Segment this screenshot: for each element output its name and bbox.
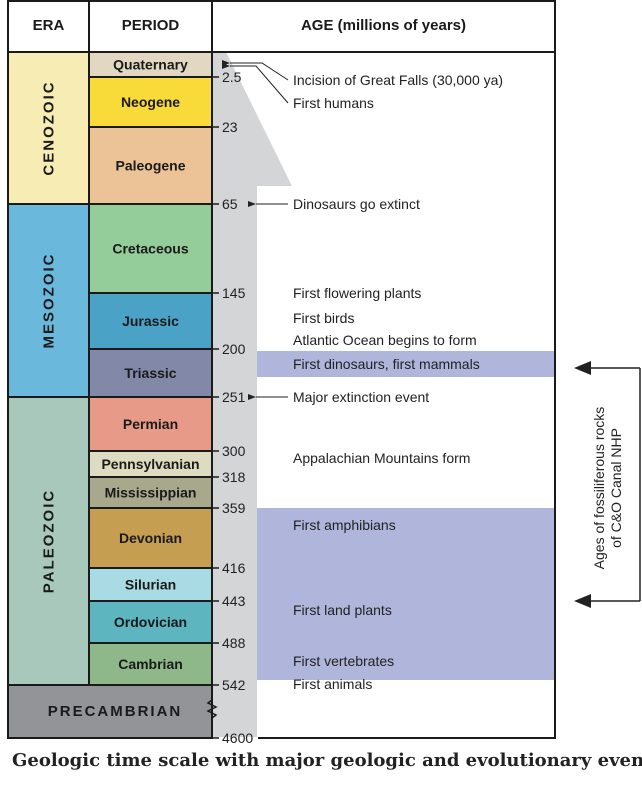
event-label: First animals [293,676,372,692]
period-label: Neogene [121,94,180,110]
age-label: 4600 [222,730,253,746]
bracket-label-line: of C&O Canal NHP [608,428,624,548]
age-label: 2.5 [222,69,242,85]
period-label: Permian [123,416,178,432]
age-label: 416 [222,560,246,576]
period-cell [88,76,213,128]
bracket-label-line: Ages of fossiliferous rocks [591,407,607,570]
age-label: 145 [222,285,246,301]
event-label: Dinosaurs go extinct [293,196,420,212]
bracket-label: Ages of fossiliferous rocksof C&O Canal … [591,407,624,570]
era-label: CENOZOIC [41,80,58,175]
header-age: AGE (millions of years) [301,17,466,34]
period-label: Triassic [124,365,176,381]
period-label: Jurassic [122,313,179,329]
header-period: PERIOD [122,17,180,34]
period-label: Pennsylvanian [101,456,199,472]
age-label: 443 [222,593,246,609]
era-cell [7,396,90,686]
age-label: 23 [222,119,238,135]
fossil-highlight-band [257,351,555,377]
event-pointer-arrow [222,60,289,81]
arrowhead-icon [574,594,591,608]
event-pointer-arrow [222,63,289,104]
period-label: Cretaceous [112,241,188,257]
age-label: 542 [222,677,246,693]
header-era: ERA [33,17,65,34]
event-label: Incision of Great Falls (30,000 ya) [293,72,503,88]
period-cell [88,292,213,350]
event-label: Appalachian Mountains form [293,450,470,466]
event-label: Major extinction event [293,389,429,405]
age-label: 200 [222,341,246,357]
fossil-highlight-band [257,508,555,680]
age-label: 300 [222,443,246,459]
period-cell [88,348,213,398]
figure-caption: Geologic time scale with major geologic … [12,750,642,771]
age-label: 251 [222,389,246,405]
event-label: Atlantic Ocean begins to form [293,332,477,348]
period-label: Silurian [125,577,176,593]
period-cell [88,126,213,205]
age-label: 359 [222,500,246,516]
era-cell [7,203,90,398]
period-label: Ordovician [114,614,187,630]
arrowhead-icon [574,361,591,375]
period-label: Mississippian [105,485,197,501]
era-cell [7,684,213,739]
chart-frame [7,0,556,739]
period-label: Cambrian [118,656,183,672]
event-label: First dinosaurs, first mammals [293,356,480,372]
event-label: First birds [293,310,354,326]
period-label: Quaternary [113,57,188,73]
event-label: First vertebrates [293,653,394,669]
era-label: PRECAMBRIAN [48,703,183,720]
era-label: PALEOZOIC [41,489,58,593]
age-label: 65 [222,196,238,212]
frame-gap [213,737,258,741]
event-label: First amphibians [293,517,396,533]
era-label: MESOZOIC [41,252,58,348]
age-label: 488 [222,635,246,651]
age-label: 318 [222,469,246,485]
event-label: First humans [293,95,374,111]
period-label: Paleogene [115,158,185,174]
event-label: First flowering plants [293,285,421,301]
event-label: First land plants [293,602,392,618]
era-cell [7,51,90,205]
period-label: Devonian [119,530,182,546]
